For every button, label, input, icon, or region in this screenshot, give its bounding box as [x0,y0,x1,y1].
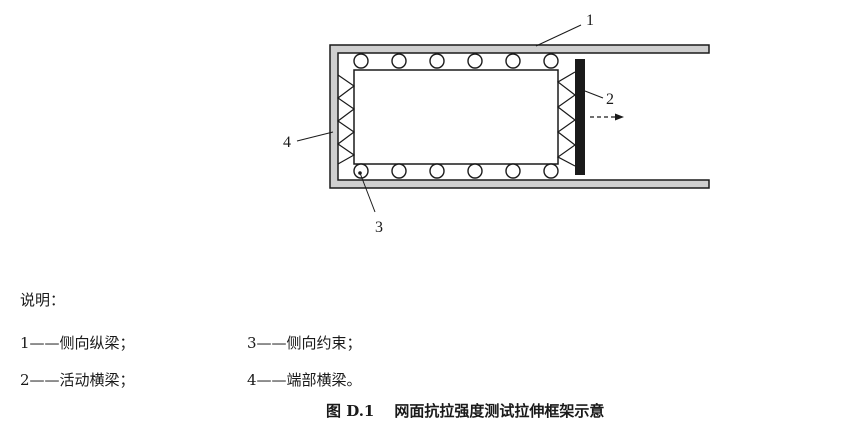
figure-caption: 图 D.1 网面抗拉强度测试拉伸框架示意 [326,401,604,421]
caption-title: 网面抗拉强度测试拉伸框架示意 [394,402,605,420]
callout-2: 2 [606,91,614,108]
right-clamp-teeth [556,71,577,167]
leader-lines [296,24,604,213]
specimen-panel [353,69,559,165]
leader-dot-3 [358,171,362,175]
roller [391,53,407,69]
legend-heading: 说明： [20,291,66,309]
callout-3: 3 [375,219,383,236]
roller [543,53,559,69]
leader-line-2 [584,90,604,99]
roller [391,163,407,179]
roller [543,163,559,179]
roller [505,53,521,69]
callout-4: 4 [283,134,291,151]
legend-item: 3——侧向约束； [247,334,362,352]
leader-line-3 [359,172,376,213]
movable-crossbeam [575,59,585,175]
roller [353,163,369,179]
roller [467,53,483,69]
frame-outline [329,44,710,189]
legend-item: 2——活动横梁； [20,371,135,389]
top-rollers [353,53,559,69]
frame-diagram: 1 2 3 4 [283,12,710,236]
left-clamp-teeth [336,74,356,165]
roller [429,163,445,179]
callout-1: 1 [586,12,594,29]
roller [353,53,369,69]
bottom-rollers [353,163,559,179]
leader-line-1 [535,24,582,47]
roller [429,53,445,69]
leader-line-4 [296,131,334,142]
legend-item: 1——侧向纵梁； [20,334,135,352]
legend-item: 4——端部横梁。 [247,371,362,389]
roller [467,163,483,179]
caption-number: 图 D.1 [326,402,375,420]
pull-arrow-head [615,113,624,121]
roller [505,163,521,179]
